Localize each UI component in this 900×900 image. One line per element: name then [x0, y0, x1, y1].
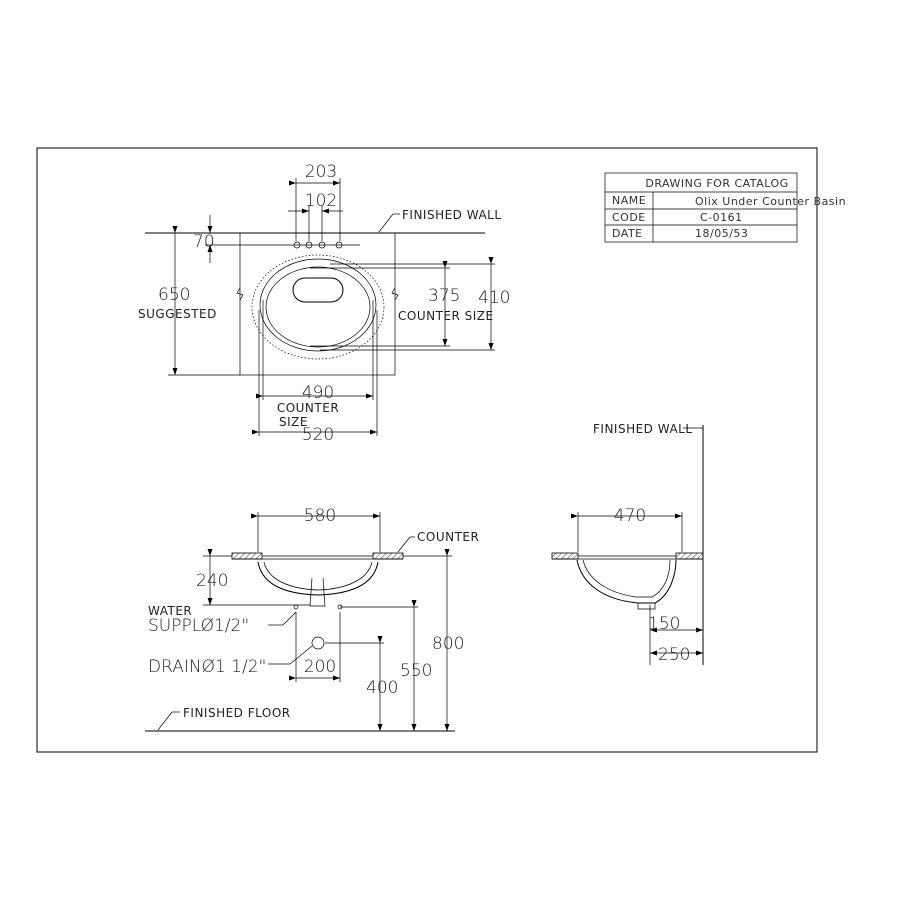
title-block-date-value: 18/05/53: [695, 227, 748, 240]
finished-wall-label-plan: FINISHED WALL: [402, 208, 502, 222]
dim-580: 580: [304, 506, 336, 526]
basin-section: [257, 561, 379, 596]
basin-bowl: [265, 266, 371, 348]
dim-800: 800: [432, 634, 464, 654]
side-basin-profile: [576, 559, 677, 604]
dim-550: 550: [400, 661, 432, 681]
basin-outer-rim: [251, 254, 385, 360]
finished-wall-label-side: FINISHED WALL: [593, 422, 693, 436]
overflow-slot: [292, 277, 344, 303]
title-block: DRAWING FOR CATALOG NAME Olix Under Coun…: [604, 172, 846, 243]
basin-rim: [259, 258, 377, 352]
dim-375: 375: [428, 286, 460, 306]
drain-point: [311, 636, 325, 650]
dim-102: 102: [305, 191, 337, 211]
side-counter-slab-left: [551, 552, 579, 560]
water-supply-label-2: SUPPLØ1/2": [148, 616, 249, 636]
title-block-date-key: DATE: [612, 227, 643, 240]
dim-240: 240: [196, 571, 228, 591]
drawing-frame: [36, 147, 818, 753]
finished-floor-label: FINISHED FLOOR: [183, 706, 291, 720]
counter-size-label-right: COUNTER SIZE: [398, 309, 494, 323]
counter-slab-right: [372, 552, 404, 560]
dim-470: 470: [614, 506, 646, 526]
plan-view: 203 102 70 650 SUGGESTED FINISHED WALL 3…: [138, 162, 510, 445]
dim-400: 400: [366, 678, 398, 698]
front-view: 580 COUNTER 240 WATER SUPPLØ1/2" DRAINØ1…: [145, 506, 479, 732]
suggested-label: SUGGESTED: [138, 307, 217, 321]
counter-slab-left: [231, 552, 263, 560]
drain-label: DRAINØ1 1/2": [148, 657, 266, 677]
counter-label-front: COUNTER: [417, 530, 479, 544]
dim-250: 250: [658, 645, 690, 665]
counter-outline: [239, 232, 396, 376]
title-block-heading: DRAWING FOR CATALOG: [645, 177, 788, 190]
side-counter-slab-right: [675, 552, 704, 560]
title-block-code-value: C-0161: [700, 211, 743, 224]
size-label-bottom: SIZE: [279, 415, 308, 429]
title-block-code-key: CODE: [612, 211, 646, 224]
dim-203: 203: [305, 162, 337, 182]
counter-label-bottom: COUNTER: [277, 401, 339, 415]
title-block-name-value: Olix Under Counter Basin: [695, 195, 846, 208]
dim-150: 150: [648, 614, 680, 634]
dim-200: 200: [304, 657, 336, 677]
water-supply-point: [293, 604, 299, 610]
drain-tail: [309, 577, 326, 607]
dim-70: 70: [193, 232, 215, 252]
dim-650: 650: [158, 285, 190, 305]
dim-520: 520: [302, 425, 334, 445]
title-block-name-key: NAME: [612, 194, 646, 207]
side-view: FINISHED WALL 470 150 250: [551, 422, 704, 665]
water-supply-label-1: WATER: [148, 604, 192, 618]
dim-490: 490: [302, 383, 334, 403]
dim-410: 410: [478, 288, 510, 308]
